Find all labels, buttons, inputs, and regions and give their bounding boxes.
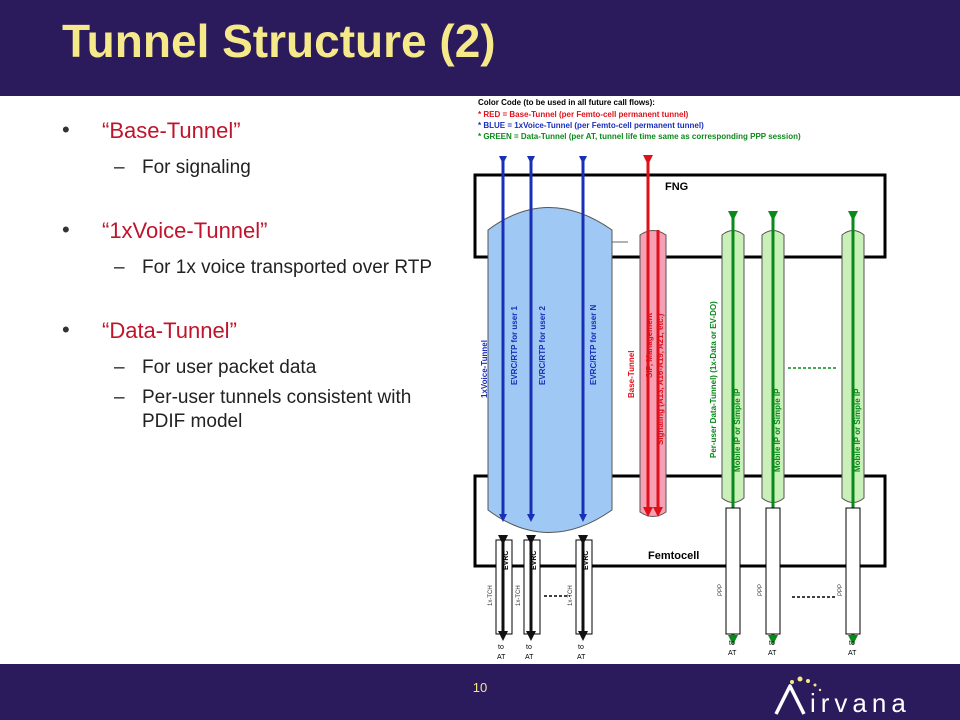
dash: –	[114, 387, 125, 408]
voice-tunnel-label: 1xVoice-Tunnel	[480, 340, 489, 398]
legend-title: Color Code (to be used in all future cal…	[478, 98, 655, 107]
legend-green: * GREEN = Data-Tunnel (per AT, tunnel li…	[478, 132, 801, 141]
bullet-label: “Data-Tunnel”	[102, 318, 237, 343]
page-number: 10	[472, 680, 488, 695]
slide-title: Tunnel Structure (2)	[62, 15, 496, 67]
slide-footer	[0, 664, 960, 720]
tunnel-diagram: Color Code (to be used in all future cal…	[473, 98, 887, 661]
at-label: AT	[768, 650, 777, 657]
logo-text: irvana	[810, 688, 911, 718]
evrc-label-n: EVRC/RTP for user N	[589, 304, 598, 385]
femtocell-box	[473, 474, 887, 568]
bullet-data-tunnel: • “Data-Tunnel”	[62, 317, 452, 344]
to-label: to	[729, 640, 735, 647]
dash: –	[114, 157, 125, 178]
bullet-dot: •	[62, 317, 70, 342]
logo-a-glyph	[774, 684, 806, 715]
tch-label-1: 1x-TCH	[488, 585, 494, 606]
to-label: to	[849, 640, 855, 647]
at-label: AT	[848, 650, 857, 657]
sub-bullet-text: For user packet data	[142, 357, 317, 378]
sub-bullet: –For user packet data	[62, 356, 452, 380]
slide-header	[0, 0, 960, 96]
at-label: AT	[728, 650, 737, 657]
ppp-label-1: PPP	[718, 584, 724, 596]
tch-label-2: 1x-TCH	[516, 585, 522, 606]
fng-label: FNG	[665, 181, 688, 193]
bullet-list: •“Base-Tunnel” –For signaling •“1xVoice-…	[62, 117, 452, 440]
data-tunnel-label: Per-user Data-Tunnel) (1x-Data or EV-DO)	[709, 301, 718, 458]
ppp-label-2: PPP	[758, 584, 764, 596]
fng-box	[473, 173, 887, 259]
bullet-dot: •	[62, 217, 70, 242]
ppp-label-n: PPP	[838, 584, 844, 596]
legend-blue: * BLUE = 1xVoice-Tunnel (per Femto-cell …	[478, 121, 704, 130]
evrc-short-2: EVRC	[531, 551, 538, 570]
sub-bullet: –For signaling	[62, 156, 452, 180]
at-label: AT	[577, 654, 586, 661]
sub-bullet-text: For signaling	[142, 157, 251, 178]
mobile-ip-label-n: Mobile IP or Simple IP	[853, 388, 862, 472]
to-label: to	[769, 640, 775, 647]
dash: –	[114, 257, 125, 278]
sub-bullet: –For 1x voice transported over RTP	[62, 256, 452, 280]
bullet-base-tunnel: • “Base-Tunnel”	[62, 117, 452, 144]
evrc-label-2: EVRC/RTP for user 2	[538, 305, 547, 385]
at-label: AT	[525, 654, 534, 661]
sub-bullet-text: For 1x voice transported over RTP	[142, 257, 433, 278]
mobile-ip-label-2: Mobile IP or Simple IP	[773, 388, 782, 472]
tch-label-n: 1x-TCH	[568, 585, 574, 606]
bullet-label: “Base-Tunnel”	[102, 118, 241, 143]
dash: –	[114, 357, 125, 378]
bullet-dot: •	[62, 117, 70, 142]
to-label: to	[578, 644, 584, 651]
evrc-short-n: EVRC	[583, 551, 590, 570]
sip-label: SIP, Management	[645, 312, 654, 378]
femtocell-label: Femtocell	[648, 550, 699, 562]
base-tunnel-label: Base-Tunnel	[627, 351, 636, 398]
mobile-ip-label-1: Mobile IP or Simple IP	[733, 388, 742, 472]
to-label: to	[498, 644, 504, 651]
evrc-short-1: EVRC	[503, 551, 510, 570]
evrc-label-1: EVRC/RTP for user 1	[510, 305, 519, 385]
bullet-label: “1xVoice-Tunnel”	[102, 218, 268, 243]
signaling-label: Signaling (A13, A16-A19, A21, etc.)	[656, 313, 665, 445]
legend-red: * RED = Base-Tunnel (per Femto-cell perm…	[478, 110, 689, 119]
airvana-logo: irvana	[774, 676, 911, 718]
to-label: to	[526, 644, 532, 651]
sub-bullet: –Per-user tunnels consistent with PDIF m…	[62, 386, 452, 434]
bullet-voice-tunnel: • “1xVoice-Tunnel”	[62, 217, 452, 244]
at-label: AT	[497, 654, 506, 661]
sub-bullet-text: Per-user tunnels consistent with PDIF mo…	[142, 387, 412, 432]
